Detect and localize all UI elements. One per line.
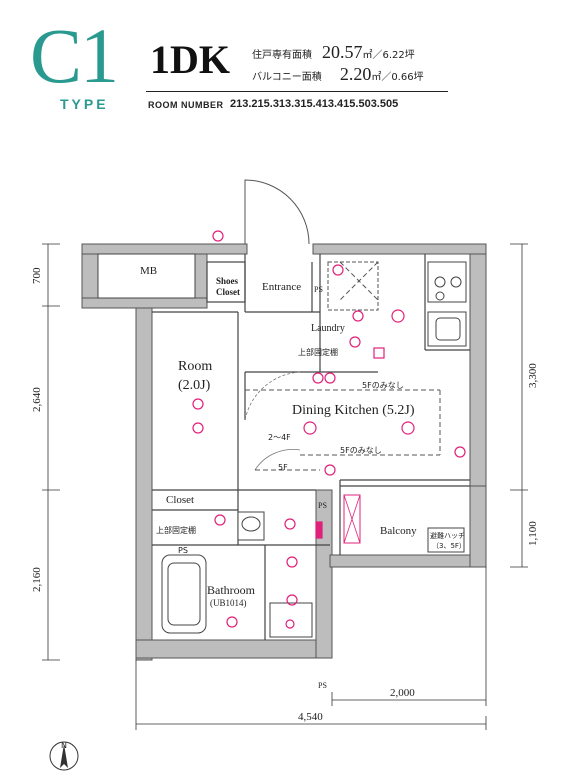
laundry-area — [327, 261, 379, 311]
dim-right-3300: 3,300 — [527, 363, 539, 388]
ps-mid-label: PS — [318, 501, 327, 510]
hatch-floors: （3、5F） — [432, 542, 466, 550]
hatch-label: 避難ハッチ — [430, 531, 465, 540]
partitions — [152, 254, 470, 640]
bathroom-unit: (UB1014) — [210, 598, 247, 608]
private-area-label: 住戸専有面積 — [252, 50, 312, 61]
door-2-4f — [254, 449, 301, 471]
dim-bottom-4540: 4,540 — [298, 711, 323, 723]
header-divider — [146, 91, 448, 92]
balcony-area-label: バルコニー面積 — [252, 72, 322, 83]
outdoor-unit — [343, 494, 361, 544]
shoes-label: Shoes — [216, 276, 239, 286]
type-code: C1 — [30, 12, 119, 99]
closet-label-1: Closet — [216, 287, 240, 297]
room-label: Room — [178, 359, 212, 374]
upper-shelf-label: 上部固定棚 — [298, 347, 338, 357]
balcony-area-sep: ／ — [381, 72, 392, 83]
private-area-sep: ／ — [372, 50, 383, 61]
dim-bottom-2000: 2,000 — [390, 687, 415, 699]
dim-left-700: 700 — [31, 267, 43, 284]
balcony-area-tsubo: 0.66 — [391, 72, 414, 83]
dim-right-1100: 1,100 — [527, 521, 539, 546]
type-word: TYPE — [60, 96, 109, 112]
note-5f: 5F — [278, 463, 288, 472]
mb-box — [97, 253, 196, 299]
laundry-label: Laundry — [311, 323, 345, 334]
dimension-lines — [42, 243, 528, 730]
bathroom-label: Bathroom — [207, 583, 256, 597]
private-area-tsubo-unit: 坪 — [404, 50, 415, 61]
entrance-label: Entrance — [262, 281, 301, 293]
dim-left-2640: 2,640 — [31, 387, 43, 412]
note-5f-a: 5Fのみなし — [362, 381, 404, 390]
closet-label: Closet — [166, 494, 194, 506]
dim-left-2160: 2,160 — [31, 567, 43, 592]
balcony-label: Balcony — [380, 525, 417, 537]
balcony-area-row: バルコニー面積 2.20㎡／0.66坪 — [252, 64, 424, 85]
bathtub — [161, 554, 207, 634]
closet-shelf-label: 上部固定棚 — [156, 525, 196, 535]
private-area-m2-unit: ㎡ — [362, 50, 373, 61]
stove — [427, 261, 467, 303]
north-arrow-icon — [49, 741, 79, 771]
ps-label: PS — [314, 285, 323, 294]
room-size: (2.0J) — [178, 378, 211, 393]
balcony-area-m2-unit: ㎡ — [371, 72, 382, 83]
walls — [81, 243, 487, 661]
room-number-list: 213.215.313.315.413.415.503.505 — [230, 98, 399, 110]
electrical-fixtures — [192, 230, 466, 629]
mb-label: MB — [140, 265, 157, 277]
balcony-area-tsubo-unit: 坪 — [413, 72, 424, 83]
ps-bottom-label: PS — [318, 681, 327, 690]
entrance-door — [244, 179, 310, 245]
private-area-m2: 20.57 — [322, 42, 363, 62]
evac-hatch — [427, 527, 465, 553]
dashed-lines — [245, 261, 441, 471]
room-number-label: ROOM NUMBER — [148, 100, 224, 110]
layout-label: 1DK — [150, 37, 230, 82]
note-5f-b: 5Fのみなし — [340, 446, 382, 455]
ps-bath-label: PS — [178, 546, 188, 555]
private-area-tsubo: 6.22 — [382, 50, 405, 61]
dk-label: Dining Kitchen (5.2J) — [292, 403, 415, 418]
private-area-row: 住戸専有面積 20.57㎡／6.22坪 — [252, 42, 415, 63]
note-2-4f: 2～4F — [268, 433, 291, 442]
balcony-area-m2: 2.20 — [339, 64, 372, 84]
